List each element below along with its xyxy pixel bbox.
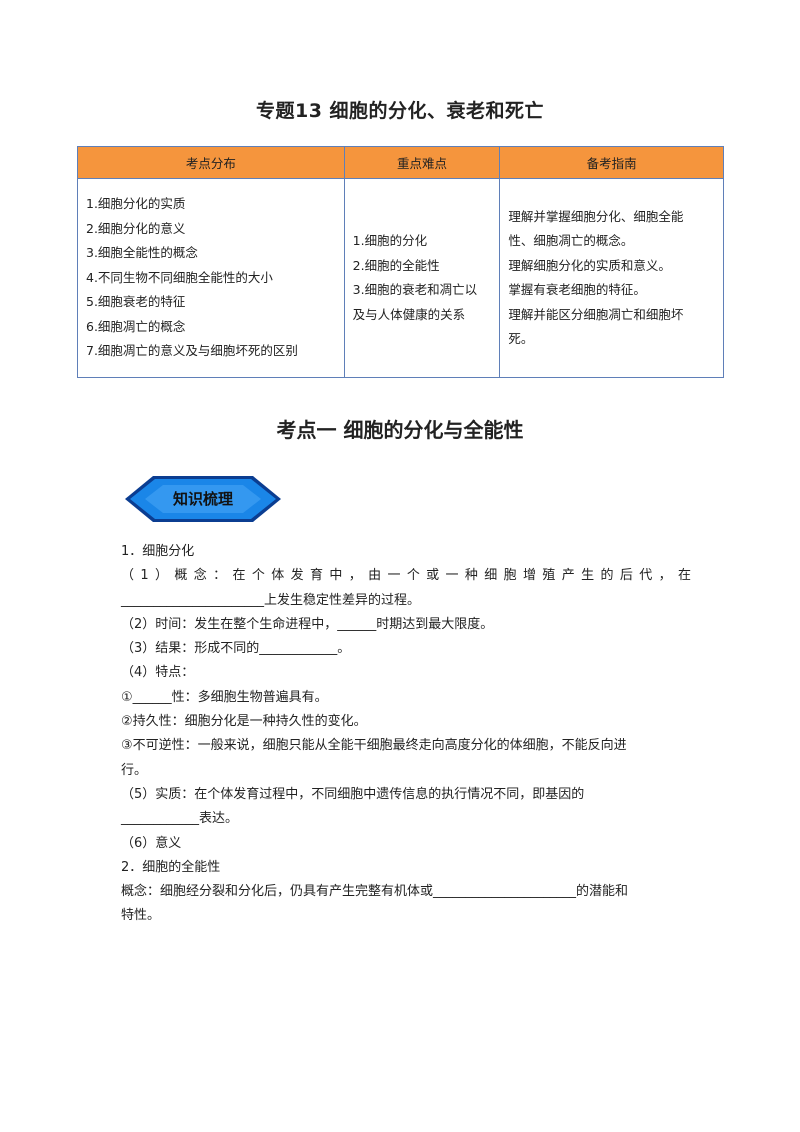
list-item: 3.细胞全能性的概念 — [86, 245, 198, 261]
significance-line: （6）意义 — [121, 835, 182, 851]
features-heading: （4）特点： — [121, 665, 195, 681]
exam-points-cell: 1.细胞分化的实质 2.细胞分化的意义 3.细胞全能性的概念 4.不同生物不同细… — [77, 178, 345, 378]
result-line: （3）结果：形成不同的____________。 — [121, 641, 351, 657]
heading-totipotency: 2．细胞的全能性 — [121, 859, 221, 875]
list-item: 理解并掌握细胞分化、细胞全能 — [508, 208, 684, 224]
essence-line: （5）实质：在个体发育过程中，不同细胞中遗传信息的执行情况不同，即基因的 — [121, 786, 585, 802]
feature-universality: ①______性：多细胞生物普遍具有。 — [121, 689, 328, 705]
list-item: 7.细胞凋亡的意义及与细胞坏死的区别 — [86, 343, 298, 359]
totipotency-concept: 概念：细胞经分裂和分化后，仍具有产生完整有机体或________________… — [121, 884, 629, 900]
header-exam-points: 考点分布 — [77, 146, 345, 179]
list-item: 死。 — [508, 331, 534, 346]
totipotency-concept-cont: 特性。 — [121, 908, 161, 924]
list-item: 1.细胞分化的实质 — [86, 196, 186, 212]
list-item: 性、细胞凋亡的概念。 — [508, 233, 634, 248]
list-item: 理解细胞分化的实质和意义。 — [508, 257, 671, 273]
list-item: 3.细胞的衰老和凋亡以 — [352, 282, 478, 297]
table-row: 1.细胞分化的实质 2.细胞分化的意义 3.细胞全能性的概念 4.不同生物不同细… — [77, 178, 724, 378]
table-header-row: 考点分布 重点难点 备考指南 — [77, 146, 724, 179]
list-item: 6.细胞凋亡的概念 — [86, 318, 186, 334]
concept-blank-line: ______________________上发生稳定性差异的过程。 — [121, 592, 421, 608]
list-item: 1.细胞的分化 — [352, 233, 428, 248]
list-item: 及与人体健康的关系 — [352, 306, 466, 322]
knowledge-content: 1．细胞分化 （1）概念：在个体发育中，由一个或一种细胞增殖产生的后代，在 __… — [121, 540, 691, 929]
knowledge-review-badge: 知识梳理 — [123, 474, 283, 524]
essence-blank-line: ____________表达。 — [121, 811, 239, 827]
list-item: 4.不同生物不同细胞全能性的大小 — [86, 269, 273, 285]
key-difficulties-cell: 1.细胞的分化 2.细胞的全能性 3.细胞的衰老和凋亡以 及与人体健康的关系 — [343, 178, 501, 378]
study-guide-cell: 理解并掌握细胞分化、细胞全能 性、细胞凋亡的概念。 理解细胞分化的实质和意义。 … — [499, 178, 724, 378]
time-line: （2）时间：发生在整个生命进程中，______时期达到最大限度。 — [121, 616, 494, 632]
list-item: 2.细胞分化的意义 — [86, 220, 186, 236]
list-item: 2.细胞的全能性 — [352, 257, 440, 273]
section-title: 考点一 细胞的分化与全能性 — [276, 418, 524, 442]
header-key-difficulties: 重点难点 — [343, 146, 501, 179]
feature-persistence: ②持久性：细胞分化是一种持久性的变化。 — [121, 714, 367, 730]
list-item: 5.细胞衰老的特征 — [86, 294, 186, 310]
diamond-banner-icon — [125, 476, 281, 522]
list-item: 掌握有衰老细胞的特征。 — [508, 282, 646, 297]
feature-irreversibility: ③不可逆性：一般来说，细胞只能从全能干细胞最终走向高度分化的体细胞，不能反向进 — [121, 738, 627, 754]
overview-table: 考点分布 重点难点 备考指南 1.细胞分化的实质 2.细胞分化的意义 3.细胞全… — [77, 146, 724, 378]
page-title: 专题13 细胞的分化、衰老和死亡 — [255, 100, 545, 122]
header-study-guide: 备考指南 — [499, 146, 724, 179]
list-item: 理解并能区分细胞凋亡和细胞坏 — [508, 306, 684, 322]
feature-irreversibility-cont: 行。 — [121, 762, 148, 778]
badge-label: 知识梳理 — [172, 490, 233, 508]
heading-cell-differentiation: 1．细胞分化 — [121, 544, 195, 559]
concept-line: （1）概念：在个体发育中，由一个或一种细胞增殖产生的后代，在 — [121, 568, 691, 584]
